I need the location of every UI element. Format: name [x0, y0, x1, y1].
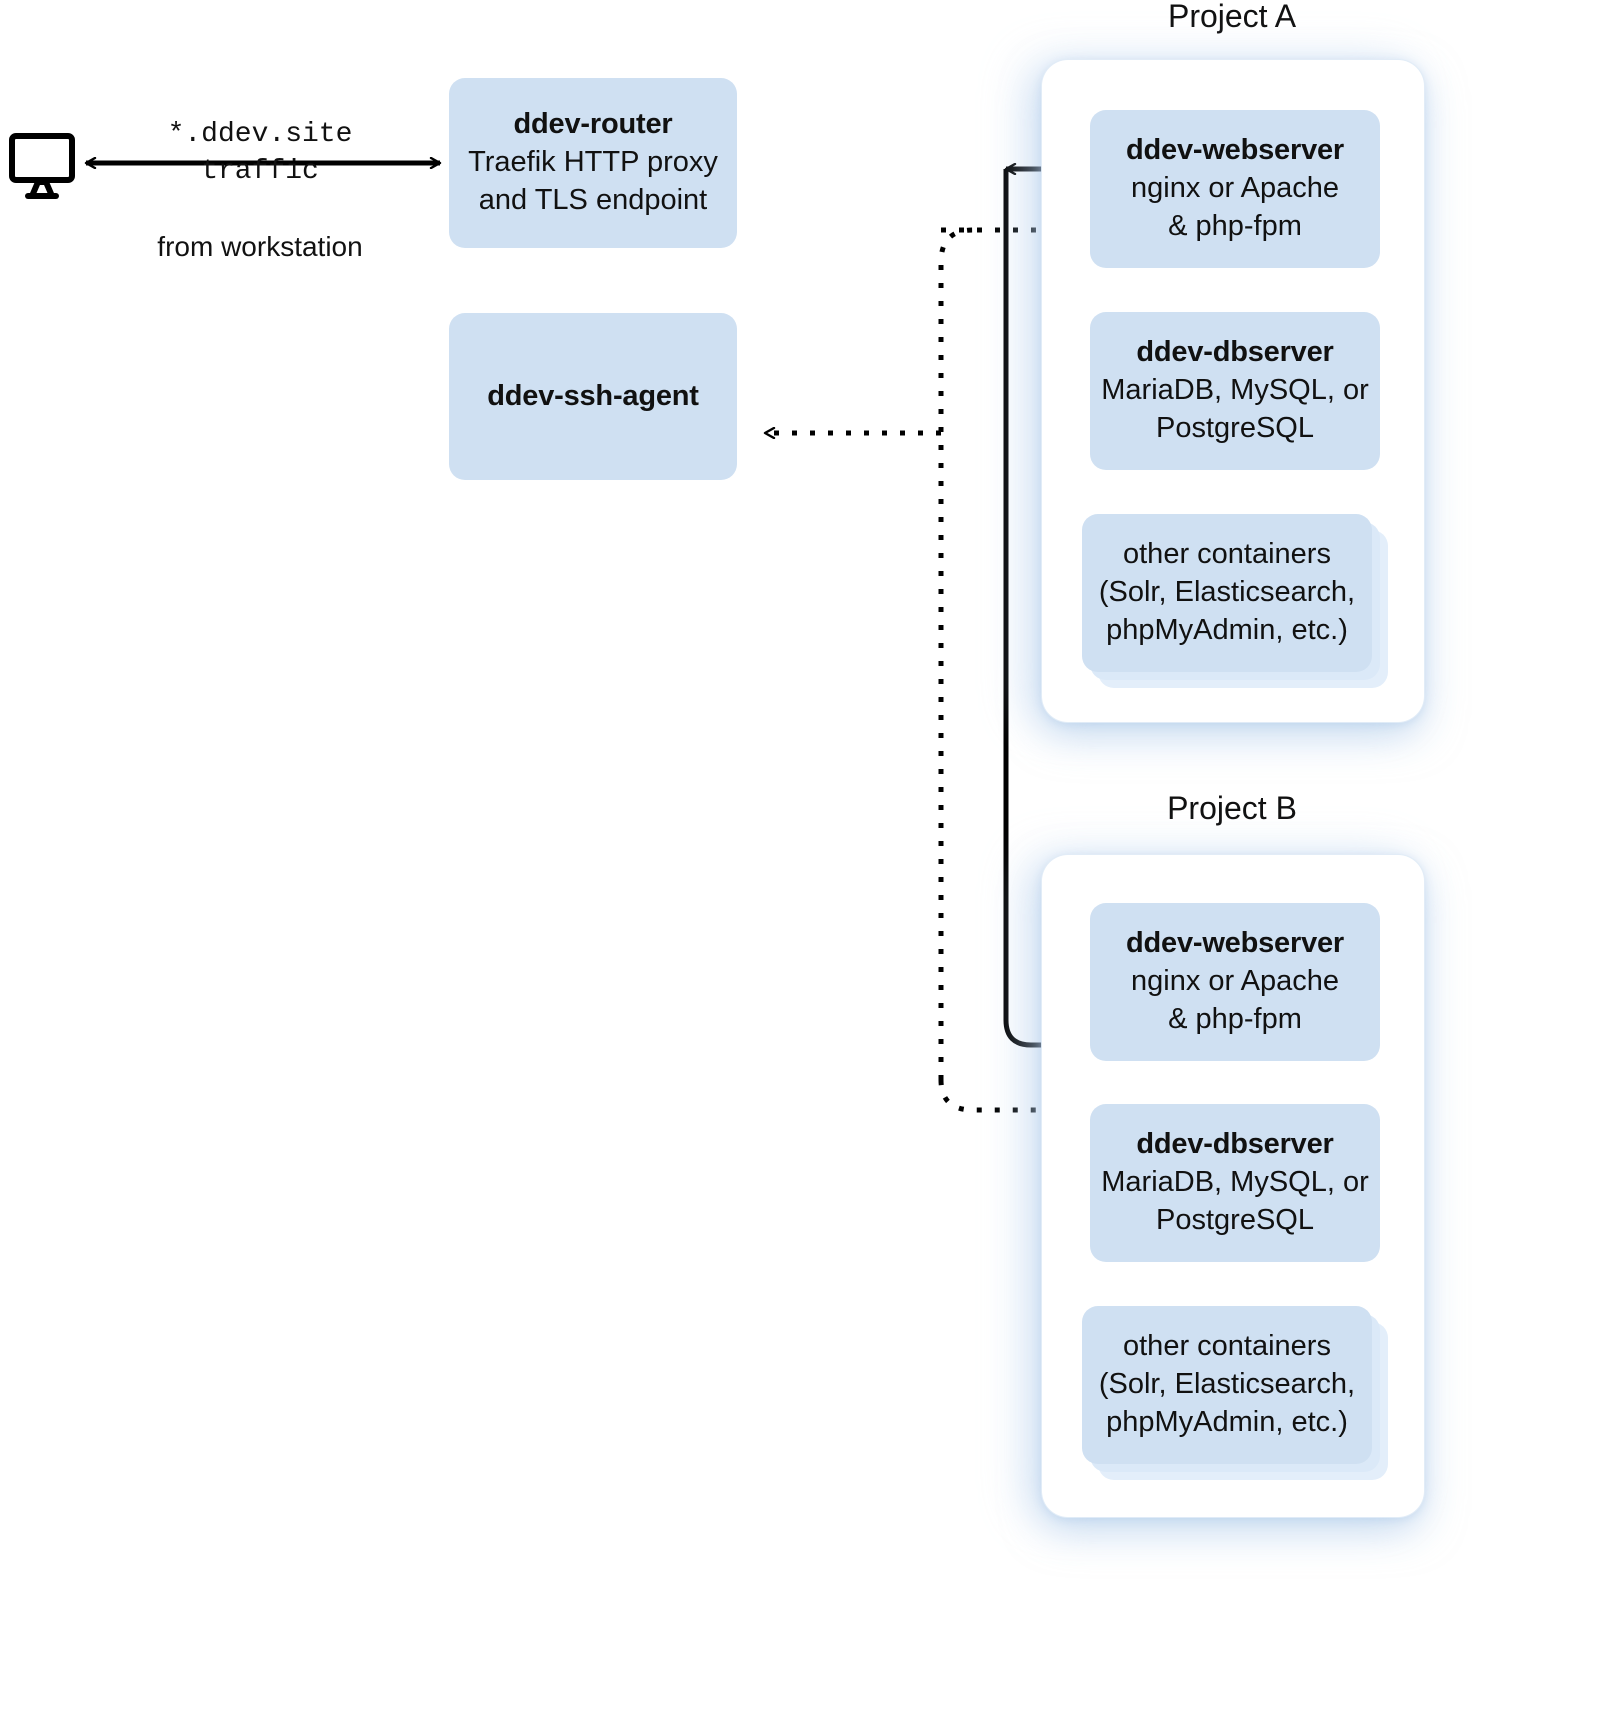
project-b-other-line2: (Solr, Elasticsearch, — [1098, 1368, 1356, 1401]
workstation-traffic-label-line2: from workstation — [157, 231, 363, 263]
project-b-dbserver-line2: PostgreSQL — [1156, 1203, 1314, 1236]
ddev-router-box[interactable]: ddev-router Traefik HTTP proxy and TLS e… — [449, 78, 737, 248]
workstation-traffic-label-line1: *.ddev.site traffic — [167, 118, 353, 188]
ddev-ssh-agent-box[interactable]: ddev-ssh-agent — [449, 313, 737, 480]
ddev-ssh-agent-title: ddev-ssh-agent — [487, 379, 699, 412]
project-b-other-containers-deck[interactable]: other containers (Solr, Elasticsearch, p… — [1082, 1306, 1392, 1482]
project-a-webserver-line1: nginx or Apache — [1131, 172, 1339, 205]
project-b-other-line1: other containers — [1123, 1330, 1331, 1363]
project-a-label: Project A — [1167, 0, 1297, 34]
project-b-other-line3: phpMyAdmin, etc.) — [1106, 1405, 1348, 1438]
project-b-webserver-line1: nginx or Apache — [1131, 965, 1339, 998]
monitor-icon — [8, 130, 80, 207]
ddev-router-line2: and TLS endpoint — [478, 183, 708, 216]
project-b-webserver-line2: & php-fpm — [1168, 1002, 1302, 1035]
project-b-dbserver-line1: MariaDB, MySQL, or — [1101, 1166, 1369, 1199]
project-a-webserver-box[interactable]: ddev-webserver nginx or Apache & php-fpm — [1090, 110, 1380, 268]
project-b-dbserver-box[interactable]: ddev-dbserver MariaDB, MySQL, or Postgre… — [1090, 1104, 1380, 1262]
project-b-dbserver-title: ddev-dbserver — [1136, 1128, 1334, 1161]
workstation-traffic-label: *.ddev.site traffic from workstation — [110, 78, 410, 303]
project-a-dbserver-line1: MariaDB, MySQL, or — [1101, 374, 1369, 407]
project-a-other-line1: other containers — [1123, 538, 1331, 571]
project-a-dbserver-title: ddev-dbserver — [1136, 336, 1334, 369]
project-a-dbserver-box[interactable]: ddev-dbserver MariaDB, MySQL, or Postgre… — [1090, 312, 1380, 470]
project-a-dbserver-line2: PostgreSQL — [1156, 411, 1314, 444]
project-a-other-line3: phpMyAdmin, etc.) — [1106, 613, 1348, 646]
project-a-other-line2: (Solr, Elasticsearch, — [1098, 576, 1356, 609]
project-a-webserver-line2: & php-fpm — [1168, 209, 1302, 242]
ddev-router-title: ddev-router — [513, 108, 673, 141]
project-a-other-containers-deck[interactable]: other containers (Solr, Elasticsearch, p… — [1082, 514, 1392, 690]
project-b-webserver-title: ddev-webserver — [1125, 927, 1345, 960]
project-a-webserver-title: ddev-webserver — [1125, 134, 1345, 167]
project-b-label: Project B — [1167, 790, 1297, 826]
project-b-other-containers-box[interactable]: other containers (Solr, Elasticsearch, p… — [1082, 1306, 1372, 1464]
project-a-other-containers-box[interactable]: other containers (Solr, Elasticsearch, p… — [1082, 514, 1372, 672]
ddev-router-line1: Traefik HTTP proxy — [468, 146, 718, 179]
project-b-webserver-box[interactable]: ddev-webserver nginx or Apache & php-fpm — [1090, 903, 1380, 1061]
edge-webservers-sshagent-dotted — [765, 230, 1083, 1110]
